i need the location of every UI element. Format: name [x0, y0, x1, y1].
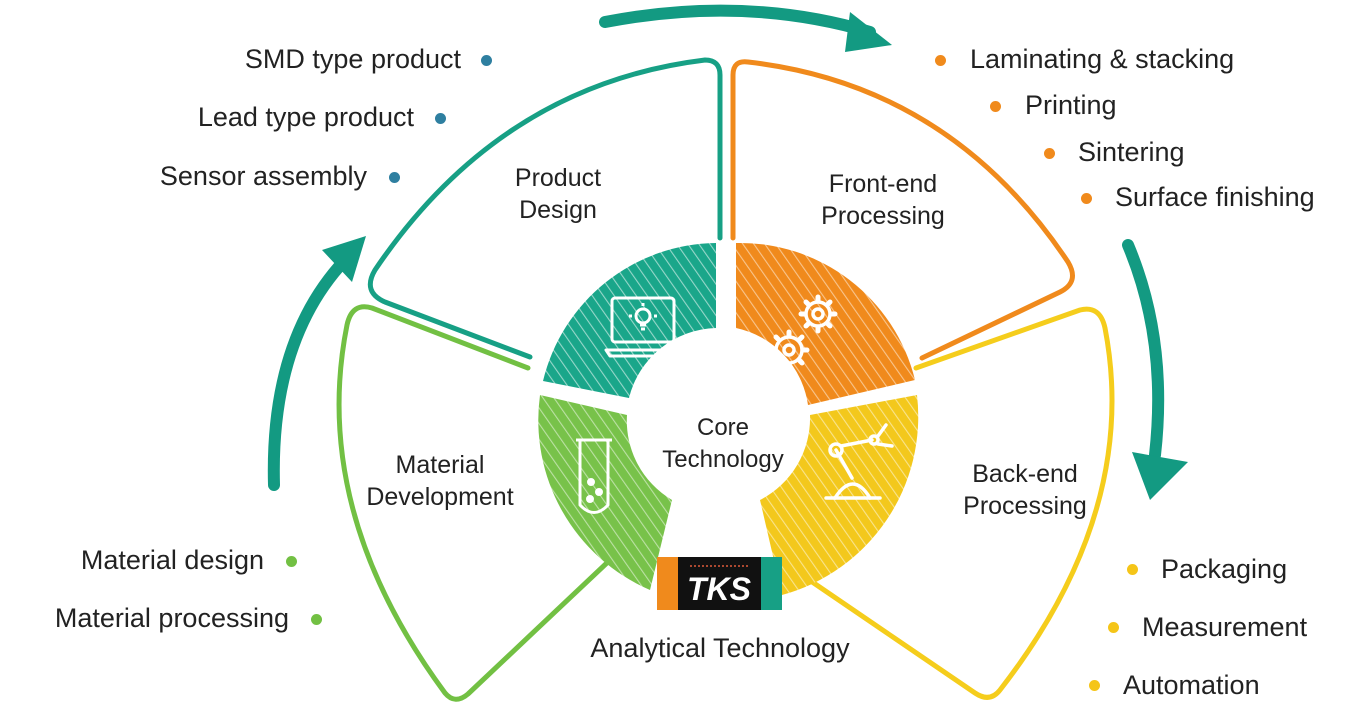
- list-item: Lead type product: [197, 102, 414, 132]
- arrow-right: [1122, 239, 1188, 500]
- logo-text: TKS: [687, 571, 752, 607]
- list-item: Material processing: [54, 603, 289, 633]
- material-dev-outline: [336, 304, 613, 702]
- tks-logo: TKS: [657, 557, 782, 610]
- front-end-outline: [730, 59, 1075, 361]
- back-end-label: Back-end Processing: [935, 458, 1115, 522]
- material-dev-line2: Development: [366, 483, 514, 511]
- bullet-dot: [935, 55, 946, 66]
- product-design-label: Product Design: [468, 162, 648, 226]
- core-technology-label: Core Technology: [648, 412, 798, 476]
- bullet-dot: [1081, 193, 1092, 204]
- material-dev-fill: [538, 395, 672, 590]
- list-item: Material design: [80, 545, 264, 575]
- core-line1: Core: [696, 414, 750, 441]
- list-item: Surface finishing: [1115, 182, 1315, 212]
- back-end-outline: [777, 306, 1115, 700]
- laptop-lightbulb-icon: [604, 296, 682, 358]
- front-end-line2: Processing: [821, 202, 945, 230]
- core-line2: Technology: [662, 446, 784, 473]
- test-tube-icon: [576, 438, 612, 514]
- bullet-dot: [1089, 680, 1100, 691]
- list-item: Packaging: [1161, 554, 1288, 584]
- product-design-line2: Design: [519, 196, 597, 224]
- bullet-dot: [1044, 148, 1055, 159]
- back-end-line1: Back-end: [972, 460, 1078, 488]
- bullet-dot: [435, 113, 446, 124]
- bullet-dot: [1127, 564, 1138, 575]
- gears-icon: [768, 294, 838, 371]
- list-item: Sintering: [1078, 137, 1185, 167]
- arrow-left: [267, 236, 366, 491]
- list-item: Printing: [1025, 90, 1117, 120]
- bullet-dot: [990, 101, 1001, 112]
- arrow-top: [599, 4, 892, 52]
- list-item: Measurement: [1142, 612, 1308, 642]
- product-design-line1: Product: [514, 164, 602, 192]
- list-item: Sensor assembly: [159, 161, 367, 191]
- robot-arm-icon: [824, 423, 894, 500]
- bullet-dot: [286, 556, 297, 567]
- material-dev-label: Material Development: [350, 449, 530, 513]
- list-item: Automation: [1123, 670, 1260, 700]
- list-item: SMD type product: [244, 44, 461, 74]
- bullet-dot: [481, 55, 492, 66]
- bullet-dot: [1108, 622, 1119, 633]
- material-dev-line1: Material: [395, 451, 485, 479]
- front-end-label: Front-end Processing: [788, 168, 978, 232]
- product-design-fill: [543, 243, 716, 398]
- product-design-outline: [367, 57, 723, 360]
- back-end-line2: Processing: [963, 492, 1087, 520]
- bullet-dot: [389, 172, 400, 183]
- bullet-dot: [311, 614, 322, 625]
- list-item: Laminating & stacking: [970, 44, 1235, 74]
- front-end-line1: Front-end: [828, 170, 938, 198]
- analytical-technology-label: Analytical Technology: [590, 633, 850, 663]
